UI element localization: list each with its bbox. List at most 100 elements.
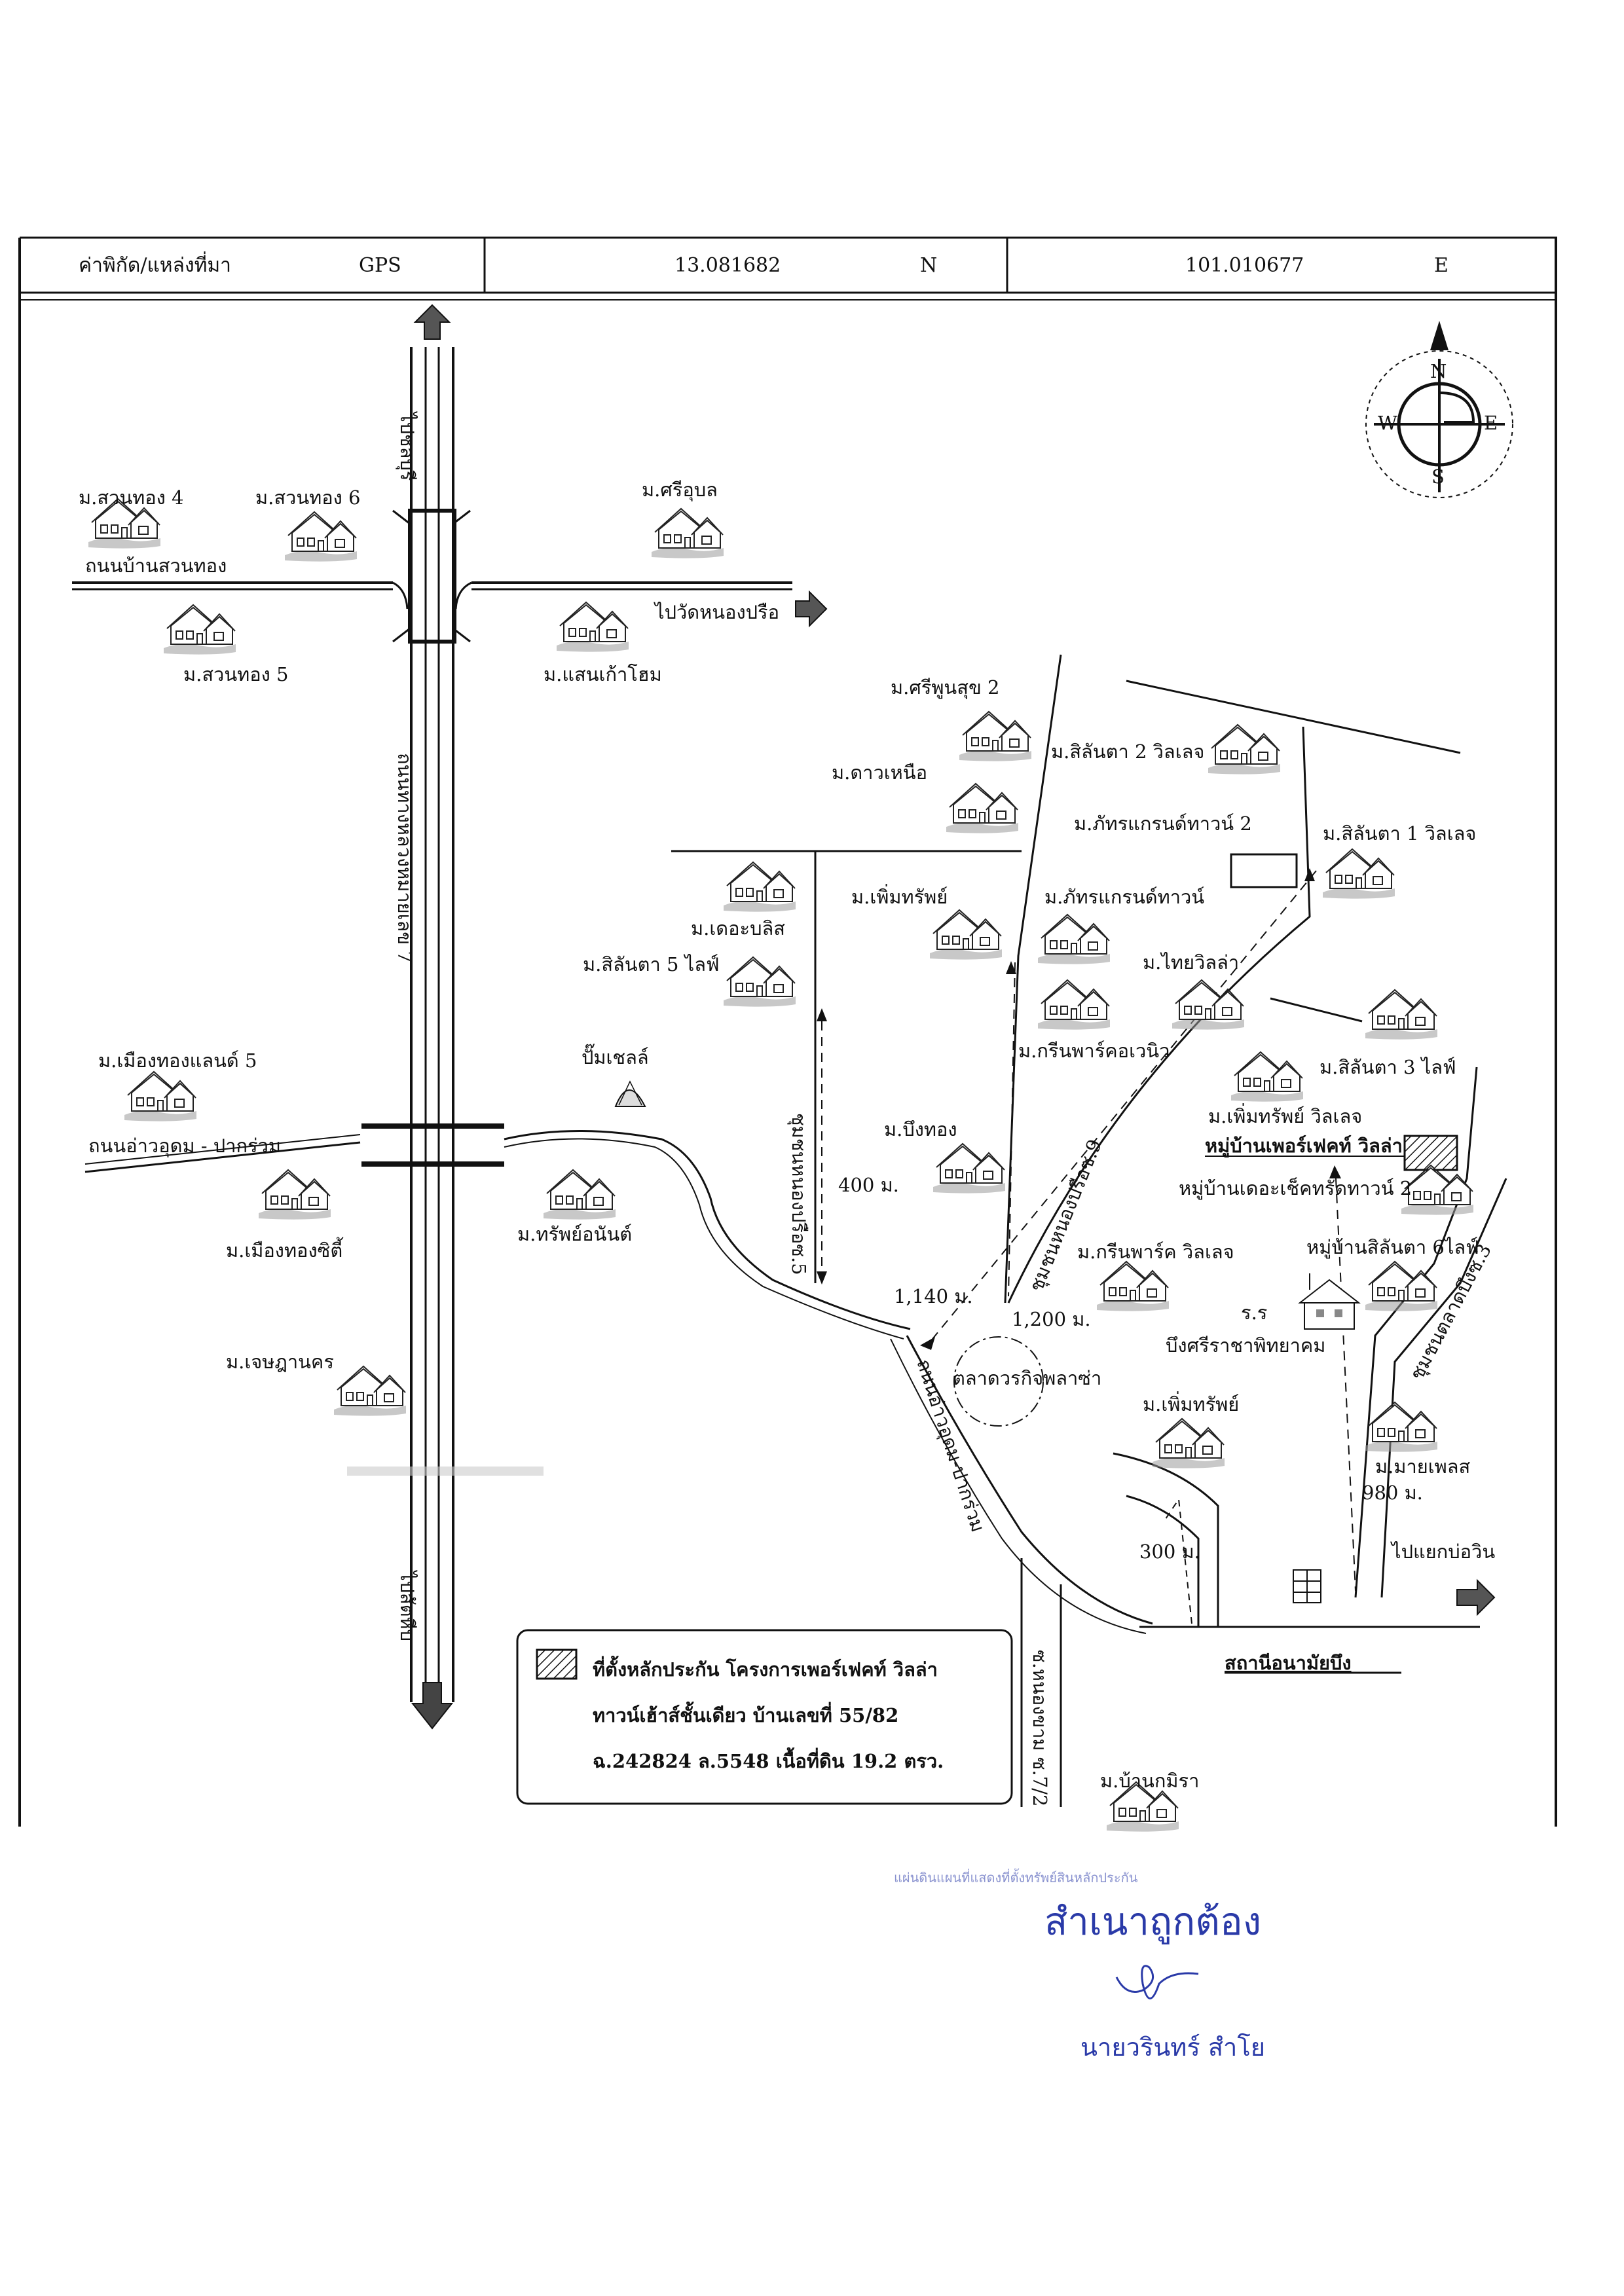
legend-line-1: ที่ตั้งหลักประกัน โครงการเพอร์เฟคท์ วิลล… xyxy=(593,1655,938,1681)
label-dao-nuea: ม.ดาวเหนือ xyxy=(832,761,927,784)
label-ao-udom-road: ถนนอ่าวอุดม - ปากร่วม xyxy=(88,1135,281,1157)
label-silanta-5: ม.สิลันตา 5 ไลฟ์ xyxy=(583,953,720,975)
latitude-value: 13.081682 xyxy=(674,254,781,277)
label-phattra-grand-2: ม.ภัทรแกรนด์ทาวน์ 2 xyxy=(1074,812,1252,835)
latitude-direction: N xyxy=(920,254,937,277)
label-to-bo-win: ไปแยกบ่อวิน xyxy=(1390,1540,1495,1563)
house-icon xyxy=(959,711,1032,762)
signature-mark xyxy=(1115,1965,1199,1999)
house-icon xyxy=(1096,1261,1170,1312)
label-permsap-2: ม.เพิ่มทรัพย์ xyxy=(1143,1391,1239,1415)
house-icon xyxy=(1037,914,1111,965)
coordinate-header: ค่าพิกัด/แหล่งที่มา GPS 13.081682 N 101.… xyxy=(18,236,1557,1827)
label-suan-thong-4: ม.สวนทอง 4 xyxy=(79,486,184,509)
label-ban-kamira: ม.บ้านกมิรา xyxy=(1100,1770,1199,1792)
label-school-name: บึงศรีราชาพิทยาคม xyxy=(1166,1334,1325,1357)
road-talad-bueng-3 xyxy=(1329,1066,1507,1598)
label-highway-7: ถนนทางหลวงหมายเลข 7 xyxy=(394,753,416,963)
label-bueng-thong: ม.บึงทอง xyxy=(884,1118,957,1140)
label-silanta-3: ม.สิลันตา 3 ไลฟ์ xyxy=(1320,1056,1456,1078)
house-icon xyxy=(946,783,1019,834)
label-suan-thong-5: ม.สวนทอง 5 xyxy=(183,663,289,685)
label-ban-suan-thong-road: ถนนบ้านสวนทอง xyxy=(85,555,227,577)
stamp-name: นายวรินทร์ สำโย xyxy=(1080,2033,1265,2062)
legend-hatch-swatch xyxy=(536,1649,578,1680)
label-talad-bueng-3: ชุมชนตลาดบึงซ.3 xyxy=(1405,1240,1496,1383)
label-my-place: ม.มายเพลส xyxy=(1375,1455,1471,1478)
label-suan-thong-6: ม.สวนทอง 6 xyxy=(255,486,361,509)
highway-7 xyxy=(392,347,471,1702)
scan-smudge xyxy=(347,1467,544,1476)
label-school-abbr: ร.ร xyxy=(1241,1302,1267,1324)
distance-400: 400 ม. xyxy=(838,1174,899,1196)
house-icon xyxy=(1230,1051,1304,1102)
house-icon xyxy=(1172,979,1245,1030)
label-permsap-village: ม.เพิ่มทรัพย์ วิลเลจ xyxy=(1208,1103,1362,1127)
longitude-value: 101.010677 xyxy=(1185,254,1304,277)
label-nong-prue-9: ชุมชนหนองปรือซ.9 xyxy=(1025,1136,1107,1295)
label-muang-thong-city: ม.เมืองทองซิตี้ xyxy=(226,1237,343,1262)
house-icon xyxy=(284,511,358,562)
label-jet-ta-nakhon: ม.เจษฎานคร xyxy=(226,1351,334,1373)
label-silanta-2: ม.สิลันตา 2 วิลเลจ xyxy=(1051,740,1204,763)
compass-e: E xyxy=(1484,412,1498,434)
label-green-park-village: ม.กรีนพาร์ค วิลเลจ xyxy=(1077,1241,1234,1263)
stamp-faint-line: แผ่นดินแผนที่แสดงที่ตั้งทรัพย์สินหลักประ… xyxy=(894,1868,1138,1886)
house-icon xyxy=(1401,1165,1474,1216)
label-to-sattahip: ไปสัตหีบ xyxy=(396,1570,418,1641)
coord-label: ค่าพิกัด/แหล่งที่มา xyxy=(79,251,231,277)
label-sri-poonsuk-2: ม.ศรีพูนสุข 2 xyxy=(891,676,999,699)
certification-stamp: แผ่นดินแผนที่แสดงที่ตั้งทรัพย์สินหลักประ… xyxy=(894,1868,1265,2062)
stamp-certified: สำเนาถูกต้อง xyxy=(1044,1899,1261,1944)
legend-box: ที่ตั้งหลักประกัน โครงการเพอร์เฟคท์ วิลล… xyxy=(516,1629,1013,1805)
house-icon xyxy=(124,1071,197,1122)
label-shell: ปั๊มเชลล์ xyxy=(581,1044,649,1068)
label-thai-villa: ม.ไทยวิลล่า xyxy=(1143,951,1239,974)
longitude-direction: E xyxy=(1434,254,1449,277)
arrow-east-bowin-icon xyxy=(1456,1578,1496,1616)
label-the-bliss: ม.เดอะบลิส xyxy=(691,917,785,939)
arrow-east-icon xyxy=(795,590,828,628)
shell-icon xyxy=(614,1080,646,1107)
house-icon xyxy=(1208,724,1281,775)
distance-1140: 1,140 ม. xyxy=(894,1285,973,1307)
compass-rose-icon: N S E W xyxy=(1365,321,1513,498)
legend-line-3: ฉ.242824 ล.5548 เนื้อที่ดิน 19.2 ตรว. xyxy=(593,1747,944,1772)
house-icon xyxy=(1365,1261,1438,1312)
house-icon xyxy=(258,1169,331,1220)
property-lot xyxy=(1230,853,1298,888)
road-ao-udom-pak-ruam xyxy=(84,1123,1480,1634)
road-local-south xyxy=(1020,1452,1219,1807)
label-talad-plaza: ตลาดวรกิจพลาซ่า xyxy=(953,1367,1101,1389)
house-icon xyxy=(1037,979,1111,1030)
label-saen-kao-home: ม.แสนเก้าโฮม xyxy=(544,663,662,685)
coord-source: GPS xyxy=(359,254,401,277)
house-icon xyxy=(333,1366,407,1417)
house-icon xyxy=(929,909,1003,960)
distance-300: 300 ม. xyxy=(1139,1540,1200,1563)
house-icon xyxy=(932,1143,1006,1194)
house-icon xyxy=(163,604,236,655)
label-phattra-grand: ม.ภัทรแกรนด์ทาวน์ xyxy=(1044,886,1204,908)
label-sri-ubon: ม.ศรีอุบล xyxy=(642,479,718,501)
label-nong-prue-5: ชุมชนหนองปรือซ.5 xyxy=(787,1113,810,1275)
house-icon xyxy=(556,602,629,653)
arrow-north-icon xyxy=(413,304,451,340)
house-icon xyxy=(1152,1418,1225,1469)
arrow-market-icon xyxy=(920,1337,935,1350)
school-icon xyxy=(1298,1273,1361,1330)
house-icon xyxy=(723,862,796,913)
road-ban-suan-thong xyxy=(72,581,792,610)
label-silanta-6: หมู่บ้านสิลันตา 6ไลฟ์ xyxy=(1306,1236,1479,1259)
distance-980: 980 ม. xyxy=(1362,1482,1423,1504)
label-sap-anan: ม.ทรัพย์อนันต์ xyxy=(517,1223,632,1245)
hospital-icon xyxy=(1293,1569,1321,1603)
legend-line-2: ทาวน์เฮ้าส์ชั้นเดียว บ้านเลขที่ 55/82 xyxy=(593,1701,898,1726)
compass-s: S xyxy=(1431,465,1445,488)
road-nong-prue-9 xyxy=(929,654,1461,1343)
label-green-park-avenue: ม.กรีนพาร์คอเวนิว xyxy=(1018,1040,1170,1062)
label-nong-kham-72: ซ.หนองขาม ซ.7/2 xyxy=(1029,1650,1051,1806)
label-permsap: ม.เพิ่มทรัพย์ xyxy=(851,884,948,908)
label-the-charter-2: หมู่บ้านเดอะเช็คทรัดทาวน์ 2 xyxy=(1179,1176,1412,1200)
house-icon xyxy=(1365,1402,1438,1453)
